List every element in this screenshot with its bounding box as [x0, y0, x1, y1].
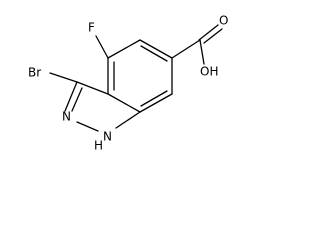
bond-c7-c7a [139, 93, 173, 113]
fluorine-label: F [88, 21, 95, 35]
bond-c3a-c3 [76, 81, 109, 95]
bond-c6-ccooh [171, 39, 201, 59]
bond-c3-br [49, 72, 78, 83]
structure-diagram: F Br N N H O OH [28, 14, 228, 153]
bond-n2-n1 [76, 121, 99, 132]
carbonyl-oxygen-label: O [219, 14, 228, 28]
bond-c3-n2-inner [71, 87, 83, 112]
bond-c5-c6 [139, 39, 173, 59]
nitrogen-pyrazole-label: N [62, 110, 71, 124]
nitrogen-h-h-label: H [94, 139, 103, 153]
bond-c-o-double-b [203, 28, 223, 44]
bond-c4-c5 [107, 39, 141, 59]
bond-c7-c7a-inner [140, 90, 168, 107]
bond-c3-n2 [64, 81, 78, 112]
benzene-ring [107, 39, 173, 113]
bond-c7a-c3a [107, 93, 141, 113]
pyrazole-ring [64, 81, 141, 132]
bond-c-oh [199, 39, 205, 65]
carboxylic-acid-group [171, 24, 223, 65]
bond-c5-c6-inner [140, 45, 168, 62]
bromine-label: Br [28, 66, 41, 80]
nitrogen-h-n-label: N [103, 130, 112, 144]
bond-n1-c7a [115, 111, 141, 129]
hydroxyl-label: OH [200, 65, 218, 79]
bond-c-o-double-a [198, 24, 219, 41]
bond-c4-f [95, 35, 109, 59]
